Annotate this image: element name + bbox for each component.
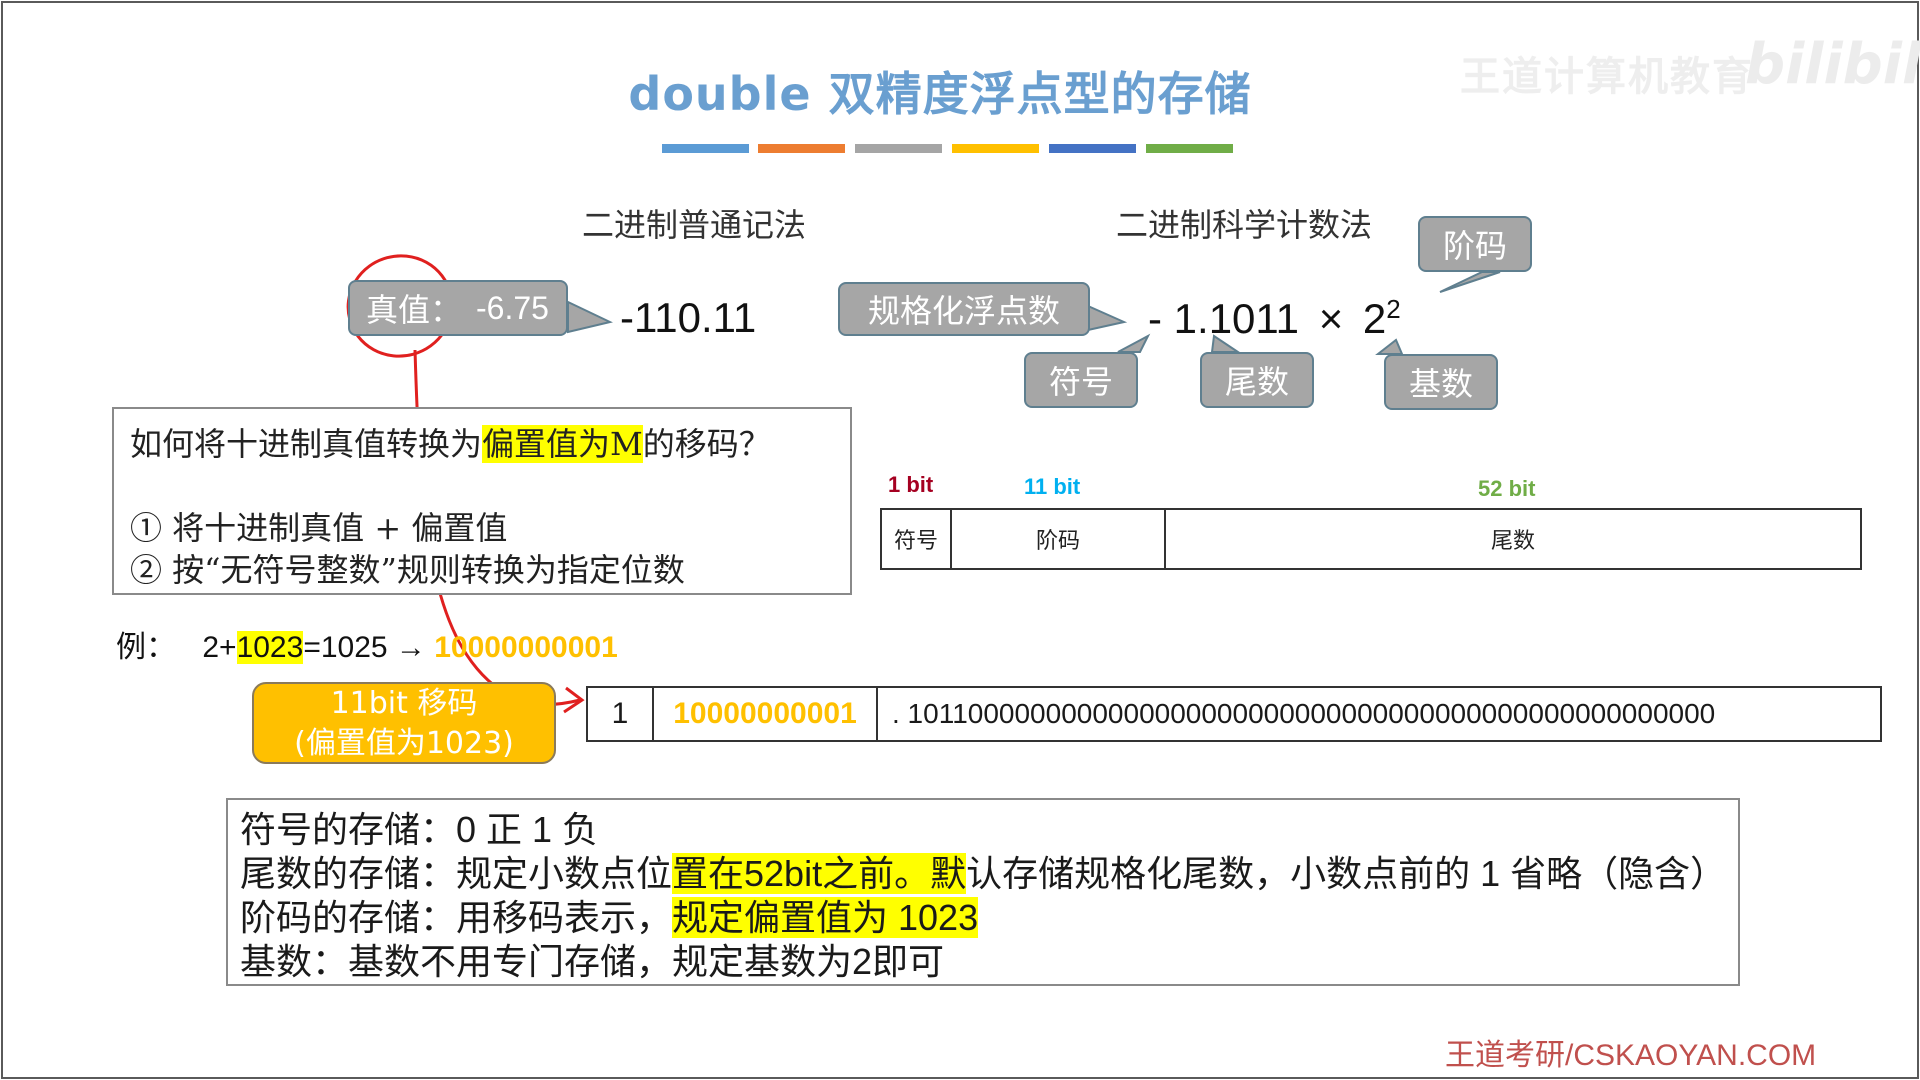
format-field-mantissa: 尾数 [1490,529,1535,554]
summary-mantissa-storage: 尾数的存储：规定小数点位置在52bit之前。默认存储规格化尾数，小数点前的 1 … [240,852,1726,896]
exponent-storage-highlight: 规定偏置值为 1023 [672,897,979,938]
base-callout: 基数 [1384,354,1498,410]
title-bar-navy [1049,144,1136,153]
sign-symbol: - [1148,295,1162,342]
normalized-float-callout: 规格化浮点数 [838,282,1090,336]
scientific-expression: - 1.1011 × 22 [1148,294,1401,343]
format-table: 符号 阶码 尾数 [880,508,1862,570]
watermark-text: 王道计算机教育 [1460,54,1754,100]
stored-bits-table: 1 10000000001 . 101100000000000000000000… [586,686,1882,742]
bit-label-sign: 1 bit [888,472,934,497]
title-bar-orange [758,144,845,153]
title-bar-yellow [952,144,1039,153]
bilibili-logo: bilibili [1745,32,1920,97]
bias-callout-line2: (偏置值为1023) [294,726,514,761]
exponent-storage-prefix: 阶码的存储：用移码表示， [240,897,673,938]
example-expr-highlight: 1023 [236,631,304,664]
stored-sign-bit: 1 [588,688,654,740]
example-prefix: 例： [116,630,176,665]
conversion-step-1: ① 将十进制真值 + 偏置值 [130,509,508,547]
title-bar-green [1146,144,1233,153]
exponent-value: 2 [1386,294,1401,324]
example-expr-b: =1025 → [303,631,426,664]
mantissa-callout: 尾数 [1200,352,1314,408]
conversion-box: 如何将十进制真值转换为偏置值为M的移码？ ① 将十进制真值 + 偏置值 ② 按“… [112,407,852,595]
slide-title: double 双精度浮点型的存储 [628,67,1252,121]
question-prefix: 如何将十进制真值转换为 [130,425,483,463]
bit-label-exponent: 11 bit [1024,474,1081,499]
conversion-step-2: ② 按“无符号整数”规则转换为指定位数 [130,551,685,589]
title-bar-gray [855,144,942,153]
question-suffix: 的移码？ [642,425,771,463]
summary-exponent-storage: 阶码的存储：用移码表示，规定偏置值为 1023 [240,896,979,940]
sign-callout: 符号 [1024,352,1138,408]
summary-box: 符号的存储：0 正 1 负 尾数的存储：规定小数点位置在52bit之前。默认存储… [226,798,1740,986]
binary-normal-heading: 二进制普通记法 [582,206,807,244]
binary-normal-value: -110.11 [620,294,757,341]
example-result: 10000000001 [434,631,618,664]
stored-exponent-bits: 10000000001 [654,688,878,740]
mantissa-value: 1.1011 [1173,295,1300,342]
mantissa-storage-prefix: 尾数的存储：规定小数点位 [240,853,673,894]
binary-scientific-heading: 二进制科学计数法 [1116,206,1373,244]
true-value: -6.75 [476,289,549,326]
exponent-bias-callout: 11bit 移码 (偏置值为1023) [252,682,556,764]
example-expr-a: 2+ [202,631,237,664]
format-field-exponent: 阶码 [952,510,1166,568]
summary-base-storage: 基数：基数不用专门存储，规定基数为2即可 [240,941,945,982]
bit-label-mantissa: 52 bit [1478,476,1536,501]
question-highlight: 偏置值为M [482,425,643,463]
example-line: 例： 2+1023=1025 → 10000000001 [116,622,618,666]
format-field-sign: 符号 [882,510,952,568]
mantissa-storage-suffix: 认存储规格化尾数，小数点前的 1 省略（隐含） [966,853,1727,894]
times-symbol: × [1318,295,1344,342]
base-value: 2 [1362,295,1387,342]
bias-callout-line1: 11bit 移码 [330,686,478,721]
stored-mantissa-bits: . 10110000000000000000000000000000000000… [892,698,1716,729]
conversion-question: 如何将十进制真值转换为偏置值为M的移码？ [130,419,771,465]
exponent-callout: 阶码 [1418,216,1532,272]
true-value-callout: 真值： -6.75 [348,280,568,336]
title-bar-blue [662,144,749,153]
footer-brand: 王道考研/CSKAOYAN.COM [1445,1039,1817,1072]
mantissa-storage-highlight: 置在52bit之前。默 [672,853,967,894]
summary-sign-storage: 符号的存储：0 正 1 负 [240,809,599,850]
true-value-label: 真值： [366,291,463,329]
